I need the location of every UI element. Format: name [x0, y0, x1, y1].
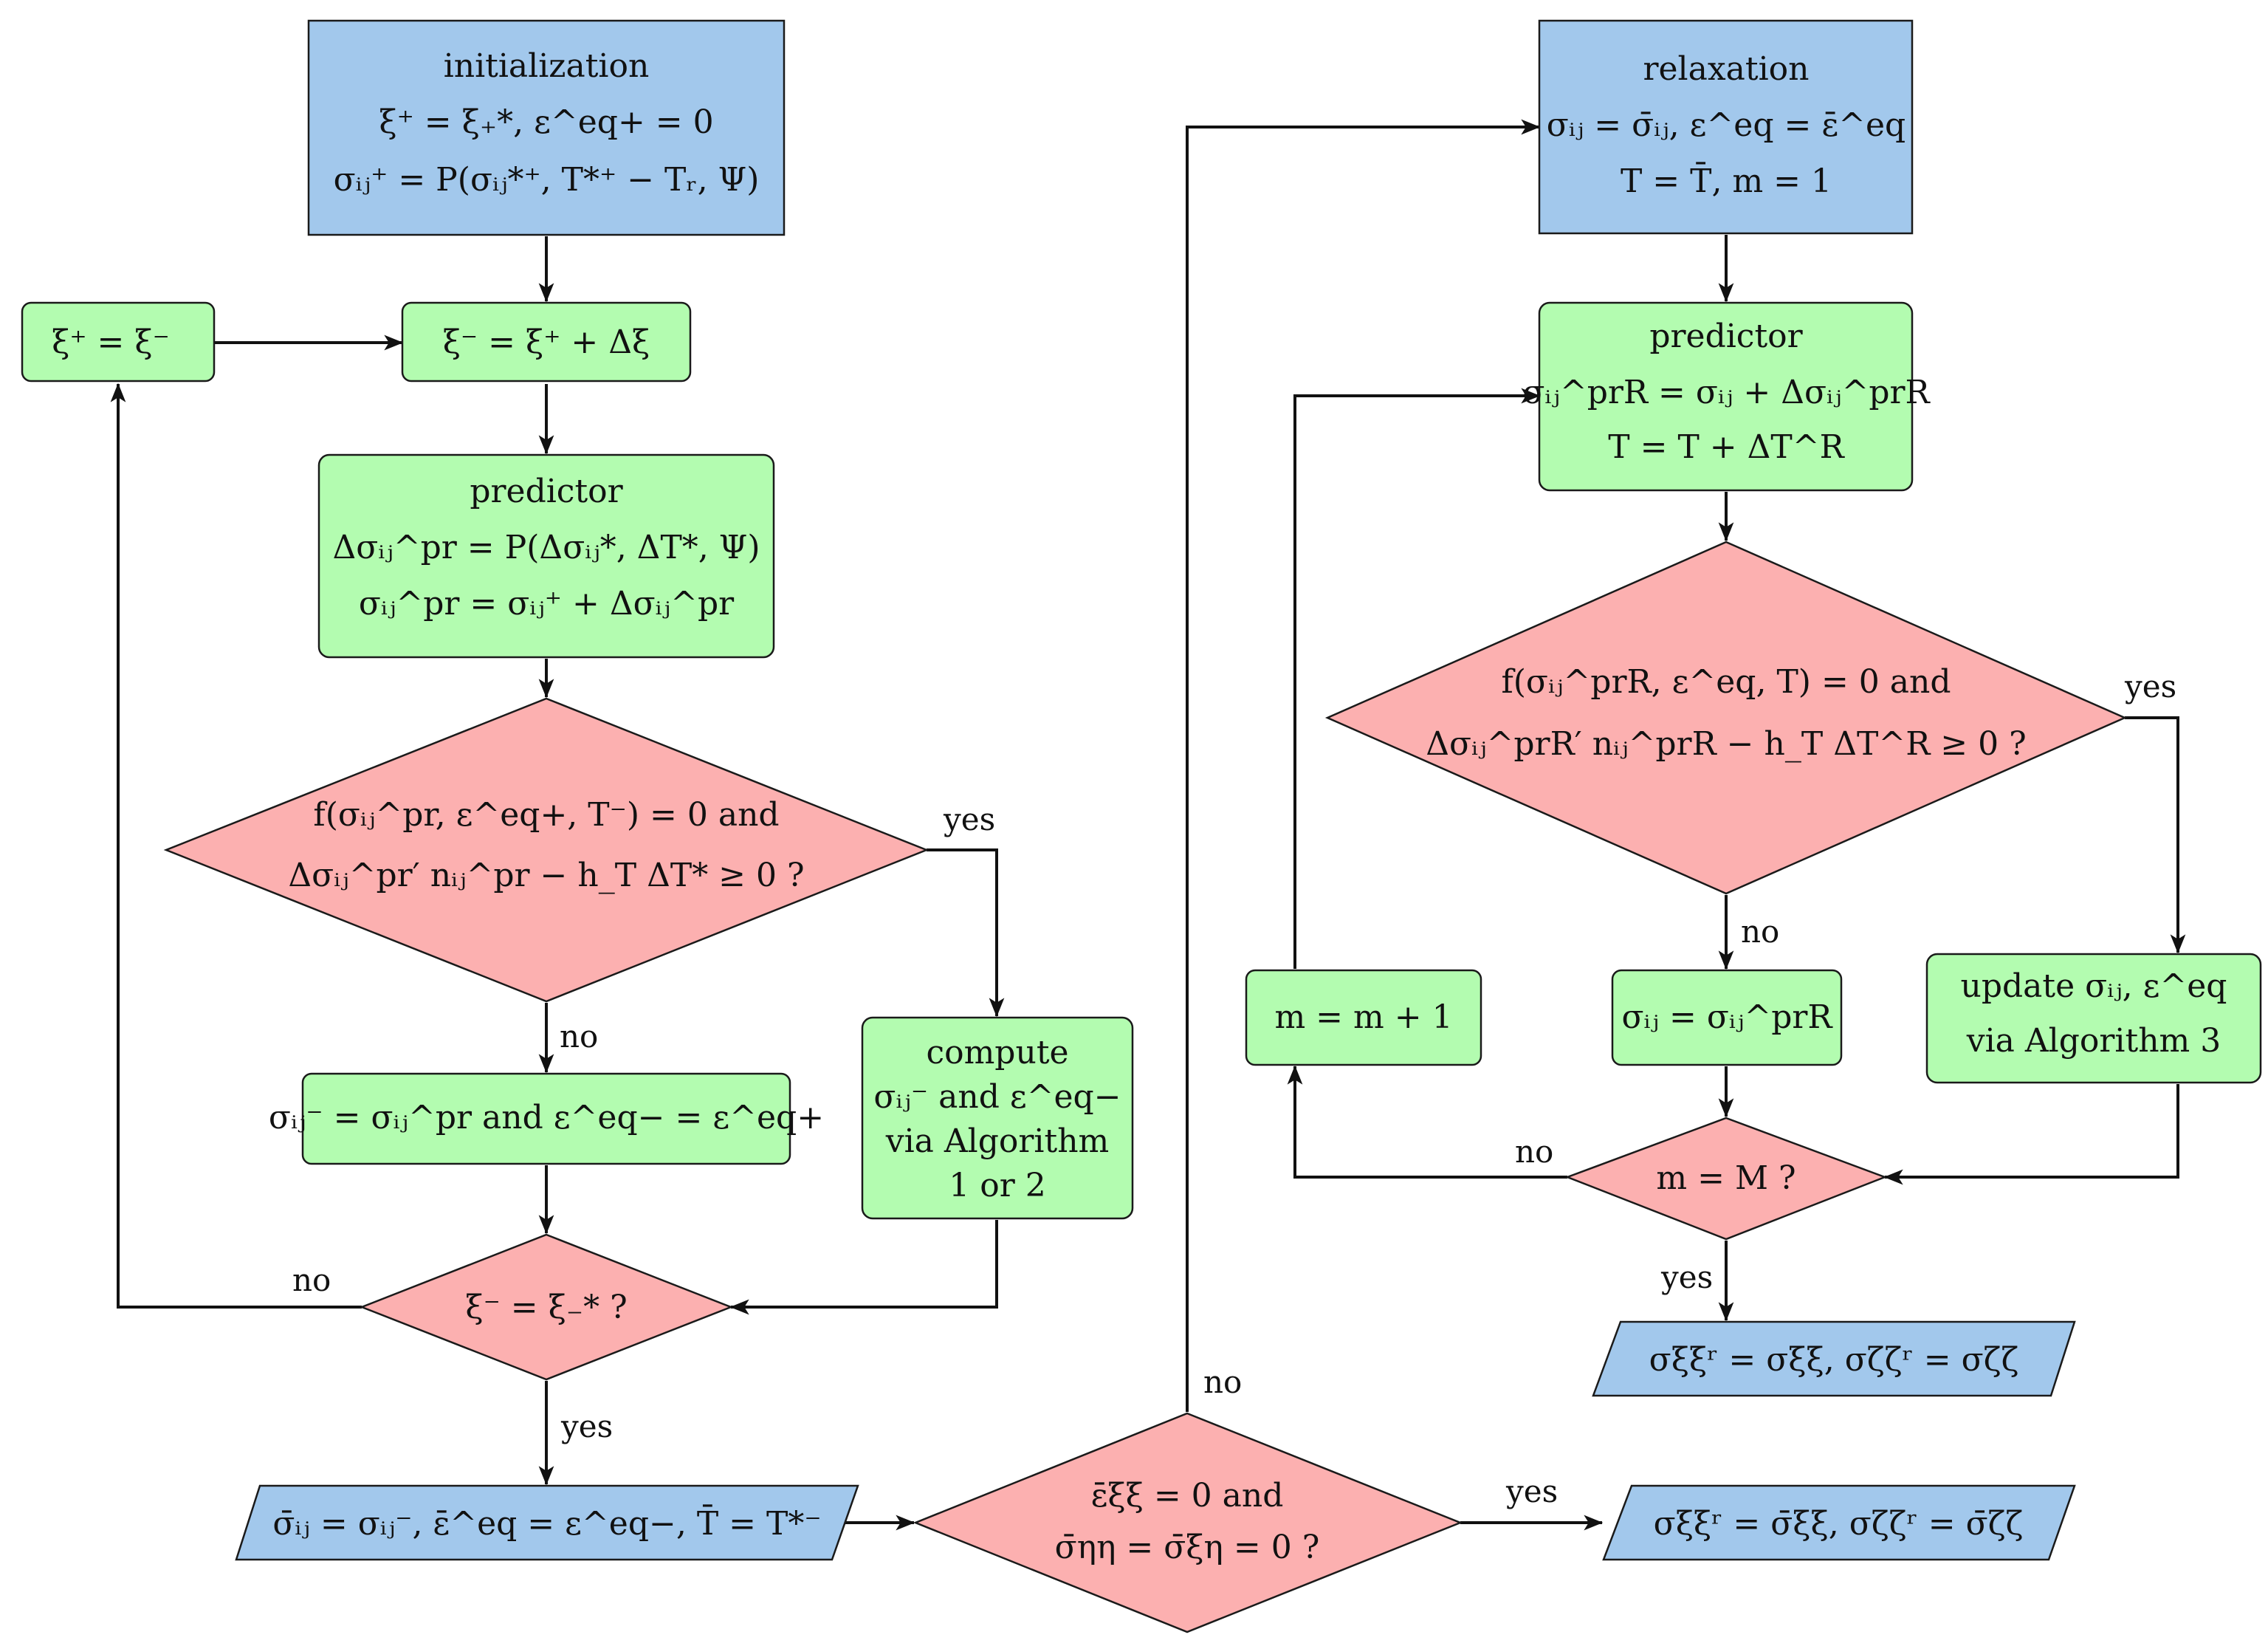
predictor-1-eq-sigma: σᵢⱼ^pr = σᵢⱼ⁺ + Δσᵢⱼ^pr [359, 585, 735, 623]
node-decision-2[interactable]: f(σᵢⱼ^prR, ε^eq, T) = 0 and Δσᵢⱼ^prR′ nᵢ… [1324, 541, 2128, 895]
decision-xi-no-label: no [292, 1262, 331, 1298]
relaxation-eq-t: T = T̄, m = 1 [1621, 161, 1832, 200]
node-output-mid[interactable]: σξξʳ = σ̄ξξ, σζζʳ = σ̄ζζ [1602, 1484, 2076, 1561]
decision-1-diamond [163, 697, 929, 1003]
initialization-eq-sigma: σᵢⱼ⁺ = P(σᵢⱼ*⁺, T*⁺ − Tᵣ, Ψ) [334, 161, 760, 199]
edge-decision-mid-no-to-relax [1186, 119, 1541, 1412]
initialization-eq-xi: ξ⁺ = ξ₊*, ε^eq+ = 0 [379, 103, 713, 141]
edges [110, 119, 2186, 1531]
output-right-parallelogram [1592, 1320, 2076, 1397]
assign-prR-box [1611, 969, 1843, 1066]
decision-2-no-label: no [1741, 913, 1779, 950]
decision-2-line-1: f(σᵢⱼ^prR, ε^eq, T) = 0 and [1501, 663, 1951, 701]
node-xi-plus-assign[interactable]: ξ⁺ = ξ⁻ [21, 301, 216, 383]
decision-xi-text: ξ⁻ = ξ₋* ? [465, 1289, 627, 1326]
node-output-1[interactable]: σ̄ᵢⱼ = σᵢⱼ⁻, ε̄^eq = ε^eq−, T̄ = T*⁻ [235, 1484, 859, 1561]
node-initialization[interactable]: initialization ξ⁺ = ξ₊*, ε^eq+ = 0 σᵢⱼ⁺ … [307, 19, 786, 236]
decision-xi-diamond [359, 1233, 734, 1381]
node-update-algorithm-3[interactable]: update σᵢⱼ, ε^eq via Algorithm 3 [1925, 953, 2262, 1084]
edge-decision-m-no-to-increment [1287, 1065, 1567, 1179]
relaxation-eq-sigma: σᵢⱼ = σ̄ᵢⱼ, ε^eq = ε̄^eq [1547, 106, 1906, 144]
node-decision-xi[interactable]: ξ⁻ = ξ₋* ? [359, 1233, 734, 1381]
compute-algorithm-line-2: σᵢⱼ⁻ and ε^eq− [873, 1078, 1121, 1116]
edge-compute-to-decision-xi [729, 1220, 998, 1315]
decision-2-diamond [1324, 541, 2128, 895]
output-right-text: σξξʳ = σξξ, σζζʳ = σζζ [1649, 1341, 2019, 1379]
compute-algorithm-box [861, 1016, 1134, 1220]
node-assign-prR[interactable]: σᵢⱼ = σᵢⱼ^prR [1611, 969, 1843, 1066]
edge-decision1-yes-to-compute [927, 848, 1005, 1018]
node-decision-m[interactable]: m = M ? [1564, 1117, 1888, 1241]
node-compute-algorithm[interactable]: compute σᵢⱼ⁻ and ε^eq− via Algorithm 1 o… [861, 1016, 1134, 1220]
output-1-text: σ̄ᵢⱼ = σᵢⱼ⁻, ε̄^eq = ε^eq−, T̄ = T*⁻ [272, 1503, 821, 1543]
decision-1-line-2: Δσᵢⱼ^pr′ nᵢⱼ^pr − h_T ΔT* ≥ 0 ? [288, 857, 804, 894]
predictor-1-eq-delta: Δσᵢⱼ^pr = P(Δσᵢⱼ*, ΔT*, Ψ) [332, 529, 760, 566]
decision-2-line-2: Δσᵢⱼ^prR′ nᵢⱼ^prR − h_T ΔT^R ≥ 0 ? [1426, 725, 2027, 763]
node-output-right[interactable]: σξξʳ = σξξ, σζζʳ = σζζ [1592, 1320, 2076, 1397]
decision-mid-line-1: ε̄ξξ = 0 and [1091, 1477, 1284, 1515]
output-1-parallelogram [235, 1484, 859, 1561]
relaxation-title: relaxation [1643, 50, 1809, 88]
assign-elastic-text: σᵢⱼ⁻ = σᵢⱼ^pr and ε^eq− = ε^eq+ [269, 1099, 824, 1136]
predictor-2-title: predictor [1649, 318, 1803, 355]
decision-mid-diamond [913, 1412, 1463, 1633]
node-relaxation[interactable]: relaxation σᵢⱼ = σ̄ᵢⱼ, ε^eq = ε̄^eq T = … [1538, 19, 1914, 235]
predictor-2-box [1538, 301, 1914, 492]
compute-algorithm-line-4: 1 or 2 [949, 1167, 1045, 1204]
output-mid-parallelogram [1602, 1484, 2076, 1561]
decision-mid-yes-label: yes [1505, 1473, 1558, 1509]
compute-algorithm-line-3: via Algorithm [885, 1122, 1110, 1160]
decision-mid-no-label: no [1203, 1364, 1242, 1400]
edge-update-to-decision-m [1883, 1084, 2179, 1185]
predictor-1-box [317, 453, 775, 659]
initialization-title: initialization [444, 47, 650, 85]
predictor-2-eq-sigma: σᵢⱼ^prR = σᵢⱼ + Δσᵢⱼ^prR [1522, 374, 1931, 411]
xi-minus-update-text: ξ⁻ = ξ⁺ + Δξ [443, 323, 650, 361]
xi-plus-assign-box [21, 301, 216, 383]
node-predictor-1[interactable]: predictor Δσᵢⱼ^pr = P(Δσᵢⱼ*, ΔT*, Ψ) σᵢⱼ… [317, 453, 775, 659]
node-decision-mid[interactable]: ε̄ξξ = 0 and σ̄ηη = σ̄ξη = 0 ? [913, 1412, 1463, 1633]
compute-algorithm-line-1: compute [926, 1034, 1068, 1071]
decision-m-text: m = M ? [1656, 1159, 1796, 1197]
edge-increment-to-predictor2 [1293, 388, 1541, 969]
assign-elastic-box [301, 1072, 791, 1165]
decision-xi-yes-label: yes [560, 1408, 613, 1444]
node-predictor-2[interactable]: predictor σᵢⱼ^prR = σᵢⱼ + Δσᵢⱼ^prR T = T… [1522, 301, 1931, 492]
decision-1-line-1: f(σᵢⱼ^pr, ε^eq+, T⁻) = 0 and [313, 796, 779, 834]
decision-mid-line-2: σ̄ηη = σ̄ξη = 0 ? [1055, 1529, 1320, 1566]
output-mid-text: σξξʳ = σ̄ξξ, σζζʳ = σ̄ζζ [1654, 1505, 2024, 1543]
decision-m-yes-label: yes [1660, 1259, 1713, 1295]
decision-m-diamond [1564, 1117, 1888, 1241]
update-algorithm-3-line-2: via Algorithm 3 [1966, 1022, 2221, 1060]
m-increment-box [1245, 969, 1482, 1066]
predictor-1-title: predictor [470, 473, 623, 510]
initialization-box [307, 19, 786, 236]
edge-decision2-yes-to-update [2125, 716, 2186, 954]
relaxation-box [1538, 19, 1914, 235]
m-increment-text: m = m + 1 [1274, 998, 1452, 1036]
update-algorithm-3-line-1: update σᵢⱼ, ε^eq [1961, 967, 2227, 1005]
node-m-increment[interactable]: m = m + 1 [1245, 969, 1482, 1066]
decision-m-no-label: no [1515, 1134, 1553, 1170]
xi-minus-update-box [401, 301, 692, 383]
update-algorithm-3-box [1925, 953, 2262, 1084]
xi-plus-assign-text: ξ⁺ = ξ⁻ [52, 323, 170, 361]
node-xi-minus-update[interactable]: ξ⁻ = ξ⁺ + Δξ [401, 301, 692, 383]
node-decision-1[interactable]: f(σᵢⱼ^pr, ε^eq+, T⁻) = 0 and Δσᵢⱼ^pr′ nᵢ… [163, 697, 929, 1003]
edge-decision-xi-no-loop [110, 383, 362, 1309]
decision-1-no-label: no [560, 1018, 598, 1055]
assign-prR-text: σᵢⱼ = σᵢⱼ^prR [1621, 998, 1833, 1036]
node-assign-elastic[interactable]: σᵢⱼ⁻ = σᵢⱼ^pr and ε^eq− = ε^eq+ [269, 1072, 824, 1165]
decision-2-yes-label: yes [2124, 668, 2176, 704]
decision-1-yes-label: yes [943, 801, 995, 837]
predictor-2-eq-t: T = T + ΔT^R [1608, 428, 1845, 466]
